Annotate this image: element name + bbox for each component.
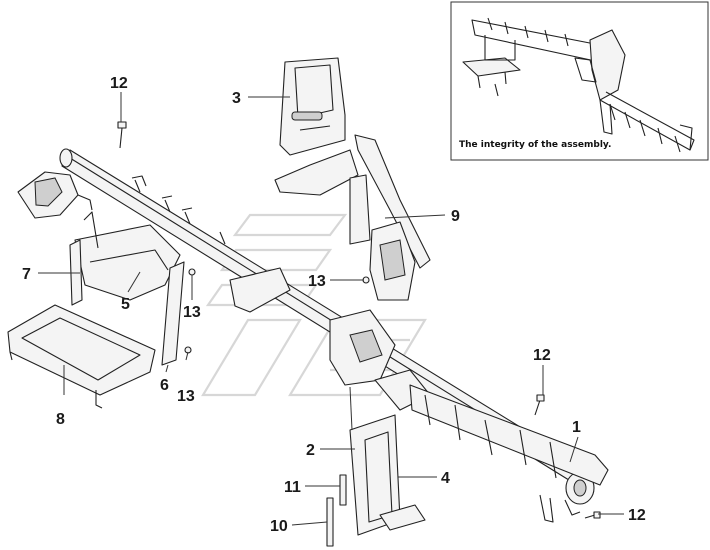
- callout-13-lower: 13: [177, 388, 195, 405]
- callout-10: 10: [270, 518, 288, 535]
- bolt-12-top-left: [117, 121, 127, 149]
- part-11-pin: [339, 474, 347, 506]
- bolt-12-bottom-right: [584, 511, 601, 519]
- callout-9: 9: [451, 208, 460, 225]
- part-3-bracket-plate: [274, 57, 359, 196]
- callout-13-left: 13: [183, 304, 201, 321]
- leader-lines: [38, 92, 624, 526]
- part-4-column-support: [349, 414, 426, 536]
- callout-2: 2: [306, 442, 315, 459]
- callout-1: 1: [572, 419, 581, 436]
- callout-3: 3: [232, 90, 241, 107]
- callout-12-top: 12: [110, 75, 128, 92]
- callout-8: 8: [56, 411, 65, 428]
- callout-4: 4: [441, 470, 450, 487]
- callout-12-bottom: 12: [628, 507, 646, 524]
- part-9-steering-support: [349, 134, 431, 301]
- part-6-strap: [161, 261, 185, 366]
- callout-12-mid: 12: [533, 347, 551, 364]
- callout-5: 5: [121, 296, 130, 313]
- inset-assembly-view: The integrity of the assembly.: [450, 1, 709, 161]
- left-end-bracket: [17, 171, 93, 219]
- part-1-right-brace: [409, 384, 609, 523]
- part-8-lower-tray: [7, 304, 156, 409]
- steering-column-mount: [229, 267, 431, 411]
- callout-6: 6: [160, 377, 169, 394]
- callout-11: 11: [284, 479, 301, 496]
- bolt-12-mid-right: [534, 394, 545, 416]
- bolt-13-left: [188, 268, 196, 276]
- callout-labels: 12 3 9 7 13 5 13 6 8 13 12 1 2 4 11 10 1…: [22, 75, 646, 535]
- callout-13-center: 13: [308, 273, 326, 290]
- callout-7: 7: [22, 266, 31, 283]
- inset-caption: The integrity of the assembly.: [459, 140, 611, 150]
- part-10-long-pin: [326, 497, 334, 547]
- part-5-support-bracket: [74, 211, 181, 301]
